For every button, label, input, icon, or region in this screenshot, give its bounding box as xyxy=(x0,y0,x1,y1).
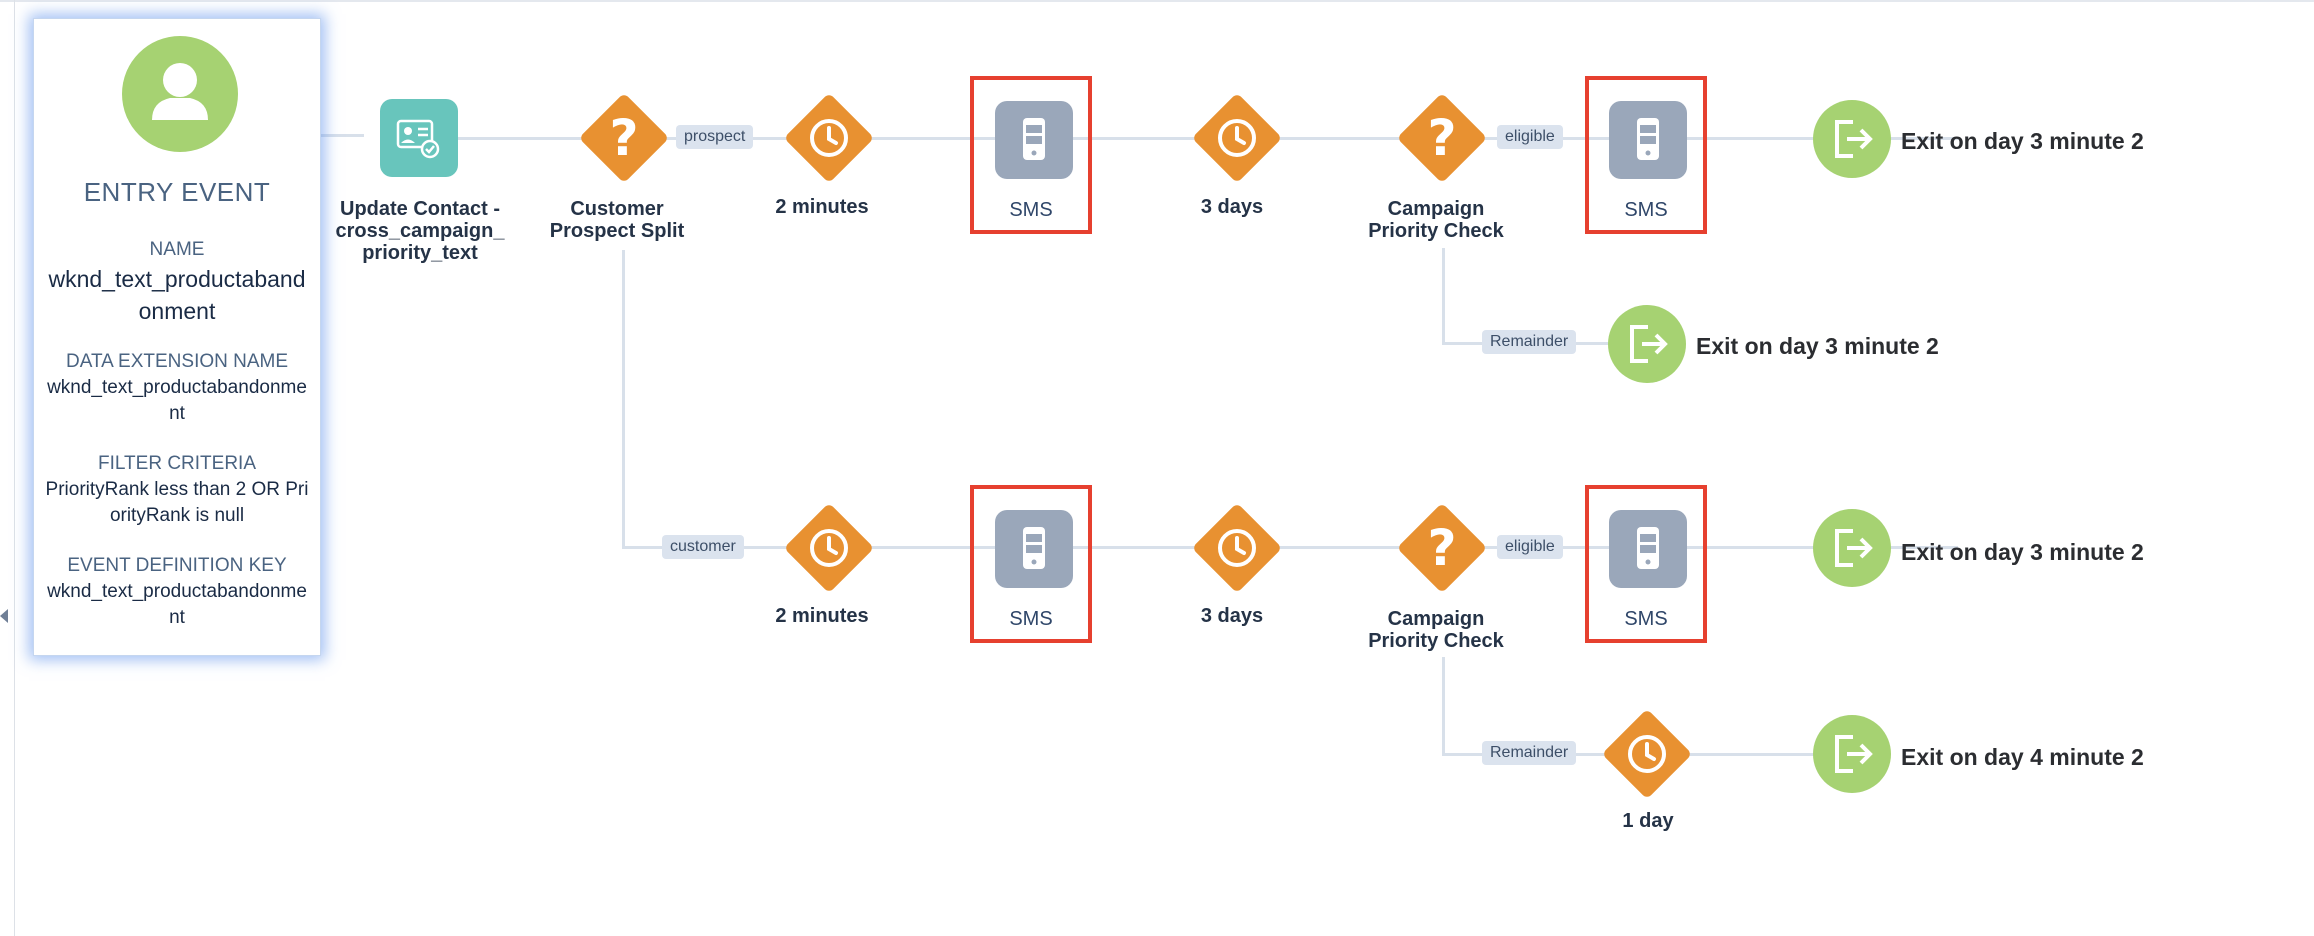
left-panel-edge xyxy=(14,0,15,936)
wait-3-days-top-label: 3 days xyxy=(1200,196,1264,218)
wait-1-day-label: 1 day xyxy=(1622,810,1674,832)
mobile-phone-icon xyxy=(1637,527,1659,569)
wait-2-minutes-top-label: 2 minutes xyxy=(775,196,869,218)
sms-1-highlight xyxy=(970,76,1092,234)
entry-name-value: wknd_text_productabandonment xyxy=(48,266,306,324)
update-contact-activity[interactable] xyxy=(380,99,458,177)
clock-icon xyxy=(1198,99,1276,177)
exit-top-activity[interactable] xyxy=(1813,100,1891,178)
sms-4-activity[interactable] xyxy=(1609,510,1687,588)
question-icon: ? xyxy=(609,109,639,167)
contact-card-icon xyxy=(396,119,440,159)
clock-icon xyxy=(790,509,868,587)
entry-name-section: NAME wknd_text_productabandonment xyxy=(44,237,310,327)
path-customer-label: customer xyxy=(662,535,744,559)
filter-criteria-value: PriorityRank less than 2 OR PriorityRank… xyxy=(45,479,309,526)
person-icon xyxy=(152,63,208,120)
exit-remainder-top-label: Exit on day 3 minute 2 xyxy=(1696,333,1939,359)
sms-2-highlight xyxy=(1585,76,1707,234)
path-remainder-bottom-label: Remainder xyxy=(1482,741,1577,765)
sms-2-activity[interactable] xyxy=(1609,101,1687,179)
sms-1-label: SMS xyxy=(1009,199,1053,221)
clock-icon xyxy=(1198,509,1276,587)
sms-2-label: SMS xyxy=(1624,199,1668,221)
question-icon: ? xyxy=(1427,519,1457,577)
exit-bottom-activity[interactable] xyxy=(1813,509,1891,587)
sms-3-highlight xyxy=(970,485,1092,643)
event-definition-key-label: EVENT DEFINITION KEY xyxy=(67,555,287,576)
entry-key-section: EVENT DEFINITION KEY wknd_text_productab… xyxy=(44,553,310,631)
sms-4-label: SMS xyxy=(1624,608,1668,630)
exit-bottom-label: Exit on day 3 minute 2 xyxy=(1901,539,2144,565)
exit-door-icon xyxy=(1835,735,1873,773)
path-remainder-top-label: Remainder xyxy=(1482,330,1577,354)
entry-event-title: ENTRY EVENT xyxy=(83,177,271,207)
event-definition-key-value: wknd_text_productabandonment xyxy=(47,581,307,628)
top-border xyxy=(0,0,2314,2)
exit-remainder-bottom-label: Exit on day 4 minute 2 xyxy=(1901,744,2144,770)
priority-check-top-label: Campaign Priority Check xyxy=(1368,198,1504,242)
question-icon: ? xyxy=(1427,109,1457,167)
filter-criteria-label: FILTER CRITERIA xyxy=(98,453,256,474)
path-eligible-bottom-label: eligible xyxy=(1497,535,1563,559)
clock-icon xyxy=(790,99,868,177)
path-prospect-label: prospect xyxy=(676,125,754,149)
entry-name-label: NAME xyxy=(149,239,205,260)
exit-top-label: Exit on day 3 minute 2 xyxy=(1901,128,2144,154)
wait-2-minutes-bottom-label: 2 minutes xyxy=(775,605,869,627)
wait-3-days-bottom-label: 3 days xyxy=(1200,605,1264,627)
path-eligible-top-label: eligible xyxy=(1497,125,1563,149)
data-extension-value: wknd_text_productabandonment xyxy=(47,377,307,424)
sms-1-activity[interactable] xyxy=(995,101,1073,179)
mobile-phone-icon xyxy=(1023,118,1045,160)
mobile-phone-icon xyxy=(1637,118,1659,160)
entry-event-icon xyxy=(122,36,238,152)
entry-data-extension-section: DATA EXTENSION NAME wknd_text_productaba… xyxy=(44,349,310,427)
exit-door-icon xyxy=(1630,325,1668,363)
entry-event-card[interactable]: ENTRY EVENT NAME wknd_text_productabando… xyxy=(33,18,321,656)
sms-4-highlight xyxy=(1585,485,1707,643)
priority-check-bottom-label: Campaign Priority Check xyxy=(1368,608,1504,652)
entry-filter-section: FILTER CRITERIA PriorityRank less than 2… xyxy=(44,451,310,529)
exit-remainder-top-activity[interactable] xyxy=(1608,305,1686,383)
sms-3-label: SMS xyxy=(1009,608,1053,630)
mobile-phone-icon xyxy=(1023,527,1045,569)
exit-door-icon xyxy=(1835,120,1873,158)
prospect-split-label: Customer Prospect Split xyxy=(549,198,685,242)
exit-remainder-bottom-activity[interactable] xyxy=(1813,715,1891,793)
clock-icon xyxy=(1608,715,1686,793)
exit-door-icon xyxy=(1835,529,1873,567)
panel-collapse-handle[interactable] xyxy=(0,609,8,623)
sms-3-activity[interactable] xyxy=(995,510,1073,588)
data-extension-label: DATA EXTENSION NAME xyxy=(65,351,289,372)
update-contact-label: Update Contact - cross_campaign_ priorit… xyxy=(335,198,505,264)
